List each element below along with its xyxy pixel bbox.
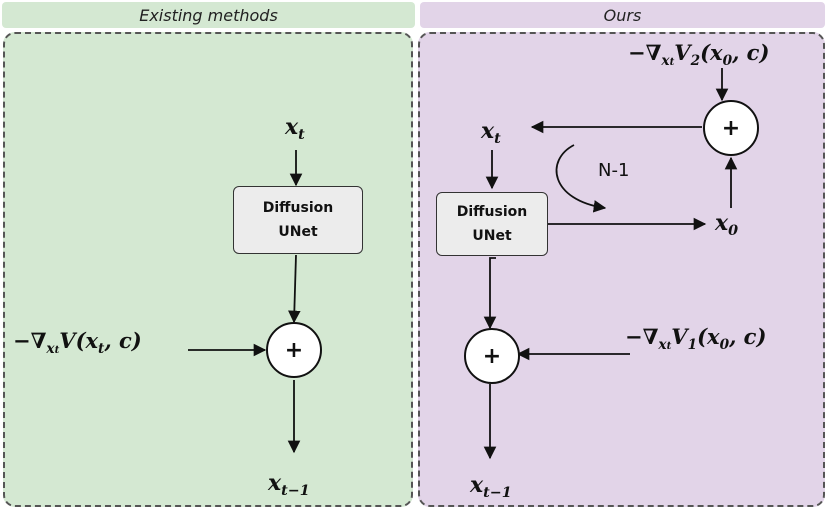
ours-title: Ours bbox=[603, 5, 642, 25]
plus-node-bottom-right: + bbox=[464, 328, 520, 384]
guidance-bottom-right: −∇xtV1(x0, c) bbox=[625, 324, 767, 353]
x0-label: x0 bbox=[715, 210, 739, 239]
guidance-left: −∇xtV(xt, c) bbox=[13, 328, 142, 357]
unet-label-line1-left: Diffusion bbox=[262, 200, 334, 216]
unet-label-line1-right: Diffusion bbox=[456, 204, 528, 220]
loop-label-n-1: N-1 bbox=[598, 160, 630, 181]
arrow-unet-to-plus-bottom bbox=[483, 257, 497, 330]
existing-methods-panel bbox=[3, 32, 413, 507]
unet-label-line2-right: UNet bbox=[472, 228, 512, 244]
ours-header: Ours bbox=[420, 2, 825, 28]
diffusion-unet-box-right: Diffusion UNet bbox=[436, 192, 548, 256]
ours-panel bbox=[418, 32, 825, 507]
plus-node-left: + bbox=[266, 322, 322, 378]
plus-node-top-right: + bbox=[703, 100, 759, 156]
guidance-top-right: −∇xtV2(x0, c) bbox=[628, 40, 770, 69]
loop-arrow-n-1 bbox=[555, 144, 607, 213]
right-input-xt: xt bbox=[481, 118, 501, 147]
left-input-xt: xt bbox=[285, 114, 305, 143]
arrow-unet-to-plus-left bbox=[288, 254, 301, 324]
unet-label-line2-left: UNet bbox=[278, 224, 318, 240]
diffusion-unet-box-left: Diffusion UNet bbox=[233, 186, 363, 254]
existing-methods-header: Existing methods bbox=[2, 2, 415, 28]
existing-methods-title: Existing methods bbox=[139, 5, 278, 25]
right-output-xt-1: xt−1 bbox=[470, 472, 512, 501]
left-output-xt-1: xt−1 bbox=[268, 470, 310, 499]
